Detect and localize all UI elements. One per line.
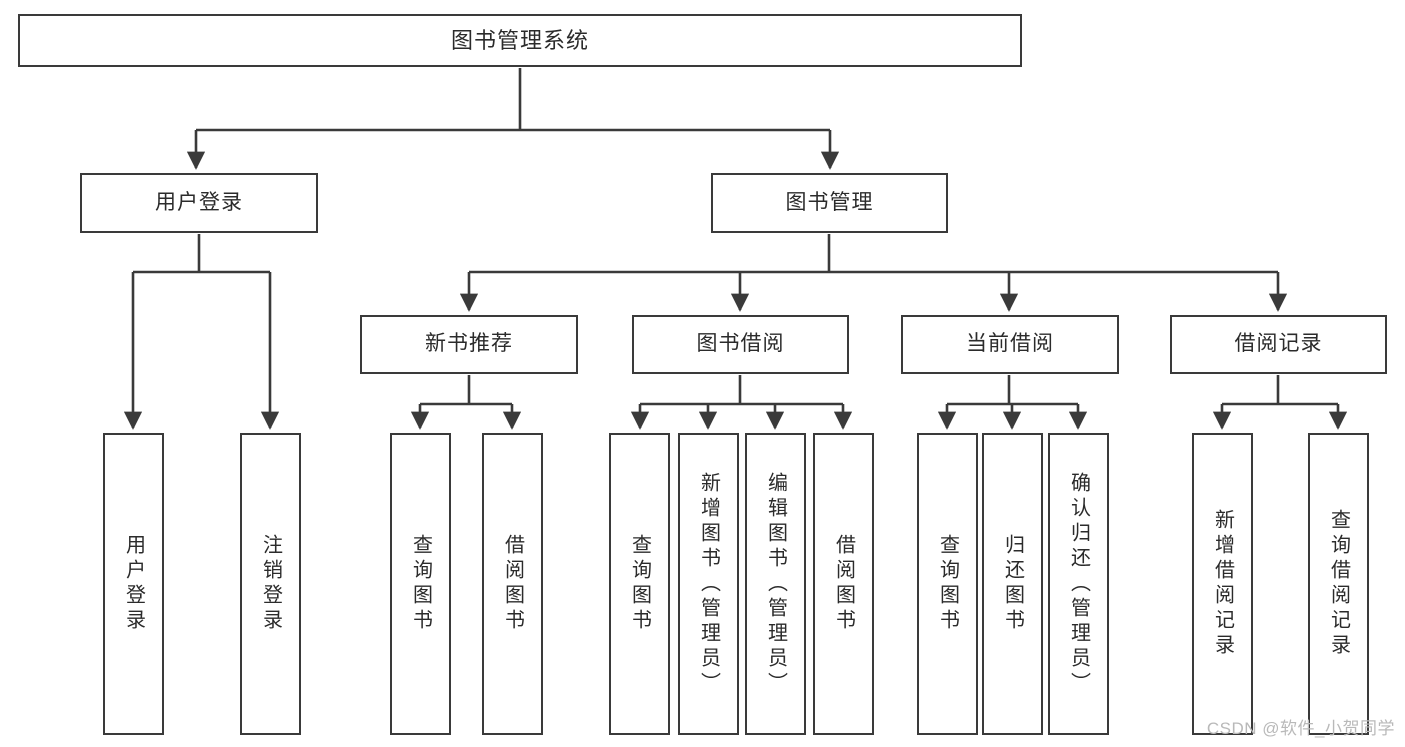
node-label: 编辑图书（管理员） — [764, 471, 787, 697]
node-leaf-user-login[interactable]: 用户登录 — [103, 433, 164, 735]
node-new-book-recommendation[interactable]: 新书推荐 — [360, 315, 578, 374]
node-leaf-query-borrow-record[interactable]: 查询借阅记录 — [1308, 433, 1369, 735]
node-leaf-confirm-return-admin[interactable]: 确认归还（管理员） — [1048, 433, 1109, 735]
node-leaf-borrow-book[interactable]: 借阅图书 — [813, 433, 874, 735]
node-label: 用户登录 — [155, 190, 243, 214]
node-label: 确认归还（管理员） — [1067, 471, 1090, 697]
node-leaf-rec-borrow-book[interactable]: 借阅图书 — [482, 433, 543, 735]
node-label: 借阅图书 — [501, 534, 524, 634]
node-borrowing-records[interactable]: 借阅记录 — [1170, 315, 1387, 374]
node-label: 用户登录 — [122, 534, 145, 634]
node-label: 查询借阅记录 — [1327, 509, 1350, 659]
node-label: 新增图书（管理员） — [697, 471, 720, 697]
node-leaf-add-borrow-record[interactable]: 新增借阅记录 — [1192, 433, 1253, 735]
node-leaf-logout-login[interactable]: 注销登录 — [240, 433, 301, 735]
node-label: 图书借阅 — [696, 332, 785, 356]
node-leaf-return-book[interactable]: 归还图书 — [982, 433, 1043, 735]
node-current-borrowing[interactable]: 当前借阅 — [901, 315, 1119, 374]
node-book-management[interactable]: 图书管理 — [711, 173, 948, 233]
node-leaf-borrow-query-book[interactable]: 查询图书 — [609, 433, 670, 735]
node-label: 图书管理系统 — [450, 27, 589, 53]
node-leaf-edit-book-admin[interactable]: 编辑图书（管理员） — [745, 433, 806, 735]
node-label: 新书推荐 — [425, 332, 513, 356]
node-label: 当前借阅 — [966, 332, 1054, 356]
node-label: 查询图书 — [628, 534, 651, 634]
node-label: 归还图书 — [1001, 534, 1024, 634]
node-leaf-cur-query-book[interactable]: 查询图书 — [917, 433, 978, 735]
node-label: 查询图书 — [409, 534, 432, 634]
node-label: 借阅图书 — [832, 534, 855, 634]
node-label: 新增借阅记录 — [1211, 509, 1234, 659]
node-user-login[interactable]: 用户登录 — [80, 173, 318, 233]
node-leaf-add-book-admin[interactable]: 新增图书（管理员） — [678, 433, 739, 735]
node-label: 借阅记录 — [1234, 332, 1323, 356]
node-label: 图书管理 — [785, 190, 874, 214]
node-book-borrowing[interactable]: 图书借阅 — [632, 315, 849, 374]
node-label: 查询图书 — [936, 534, 959, 634]
node-root-library-system[interactable]: 图书管理系统 — [18, 14, 1022, 67]
node-label: 注销登录 — [259, 534, 282, 634]
node-leaf-rec-query-book[interactable]: 查询图书 — [390, 433, 451, 735]
